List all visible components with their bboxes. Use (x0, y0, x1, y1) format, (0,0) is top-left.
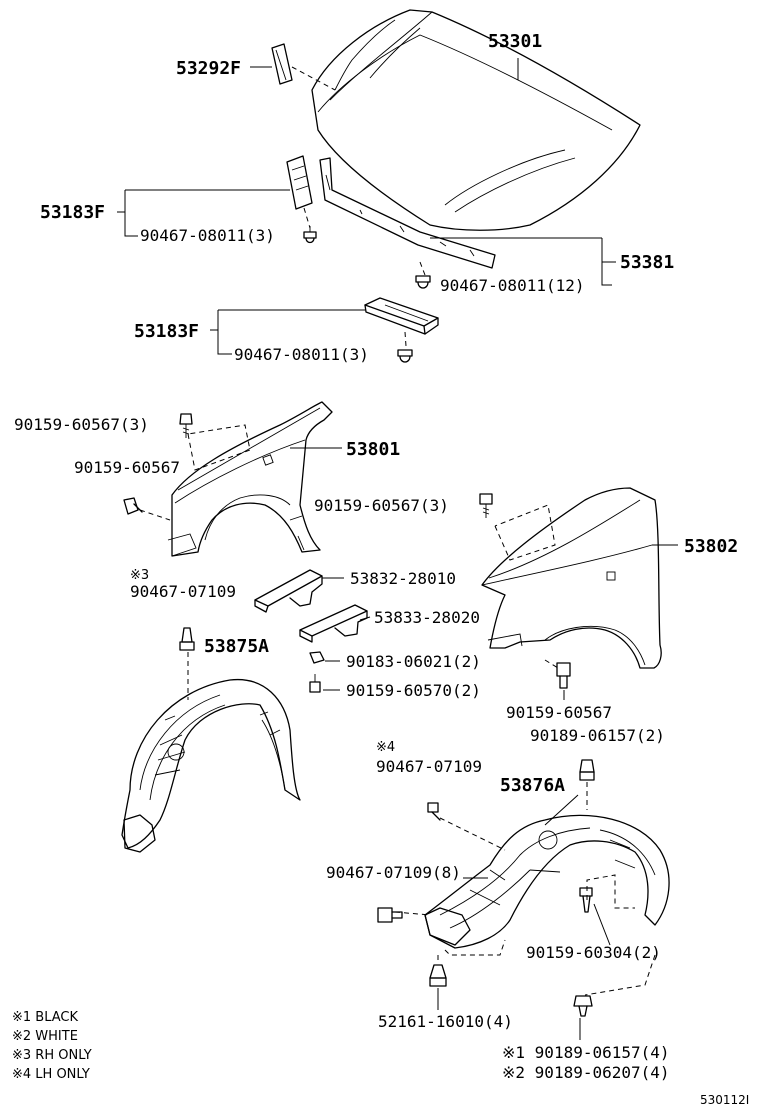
label-screw-lh-top: 90189-06157(2) (530, 726, 665, 745)
fender-lh-illustration (167, 401, 333, 557)
screw-icon (573, 995, 593, 1017)
bolt-icon (556, 662, 571, 689)
hood-seal-part (271, 43, 293, 85)
label-clip-rh-liner: 90467-07109 (130, 582, 236, 601)
bolt-icon (479, 493, 493, 518)
bolt-icon (179, 413, 193, 438)
label-bracket-2: 53833-28020 (374, 608, 480, 627)
label-bolt-lh-side: 90159-60567 (74, 458, 180, 477)
note-line: ※3 RH ONLY (12, 1048, 92, 1063)
bolt-icon (579, 887, 593, 913)
label-bolt-lh-liner: 90159-60304(2) (526, 943, 661, 962)
label-screw-black: ※1 90189-06157(4) (502, 1043, 670, 1062)
liner-lh-illustration (424, 814, 670, 949)
label-fender-rh: 53802 (684, 536, 738, 557)
bracket-53832-part (254, 569, 323, 613)
label-clip-b: 90467-08011(3) (234, 345, 369, 364)
clip-icon (377, 907, 403, 923)
label-lock-support-upper: 53183F (40, 202, 105, 223)
hood-illustration (311, 9, 641, 231)
bolt-icon (427, 802, 441, 821)
clip-icon (397, 349, 413, 363)
label-clip-bottom: 52161-16010(4) (378, 1012, 513, 1031)
label-bracket-1: 53832-28010 (350, 569, 456, 588)
label-bolt-lh-top: 90159-60567(3) (14, 415, 149, 434)
lock-support-upper-part (286, 155, 313, 210)
liner-rh-illustration (121, 678, 301, 853)
label-clip-lh-side: 90467-07109(8) (326, 863, 461, 882)
fender-rh-illustration (481, 487, 662, 669)
note3-mark: ※3 (130, 568, 149, 583)
note4-mark: ※4 (376, 740, 395, 755)
leader-lines (117, 58, 678, 1040)
label-hood: 53301 (488, 31, 542, 52)
bolt-icon (123, 497, 143, 515)
clip-icon (429, 964, 447, 987)
note-line: ※1 BLACK (12, 1010, 78, 1025)
label-bolt-bracket: 90159-60570(2) (346, 681, 481, 700)
label-hood-seal-rear: 53381 (620, 252, 674, 273)
lock-support-lower-part (364, 297, 439, 335)
label-clip-lh-liner: 90467-07109 (376, 757, 482, 776)
notes-legend: ※1 BLACK ※2 WHITE ※3 RH ONLY ※4 LH ONLY (12, 1010, 92, 1082)
label-liner-lh: 53876A (500, 775, 565, 796)
label-nut: 90183-06021(2) (346, 652, 481, 671)
label-clip-a: 90467-08011(3) (140, 226, 275, 245)
hood-seal-rear-part (319, 157, 496, 269)
clip-icon (415, 275, 431, 289)
label-lock-support-lower: 53183F (134, 321, 199, 342)
note-line: ※2 WHITE (12, 1029, 78, 1044)
screw-icon (579, 759, 595, 781)
note-line: ※4 LH ONLY (12, 1067, 90, 1082)
bracket-53833-part (299, 604, 368, 643)
label-bolt-rh-bottom: 90159-60567 (506, 703, 612, 722)
label-liner-rh: 53875A (204, 636, 269, 657)
diagram-code: 530112I (700, 1093, 749, 1107)
label-clip-c: 90467-08011(12) (440, 276, 585, 295)
label-fender-lh: 53801 (346, 439, 400, 460)
label-screw-white: ※2 90189-06207(4) (502, 1063, 670, 1082)
label-bolt-rh-top: 90159-60567(3) (314, 496, 449, 515)
nut-icon (309, 651, 325, 664)
clip-icon (303, 226, 317, 244)
clip-icon (179, 627, 195, 651)
label-hood-seal: 53292F (176, 58, 241, 79)
bolt-icon (309, 674, 321, 693)
